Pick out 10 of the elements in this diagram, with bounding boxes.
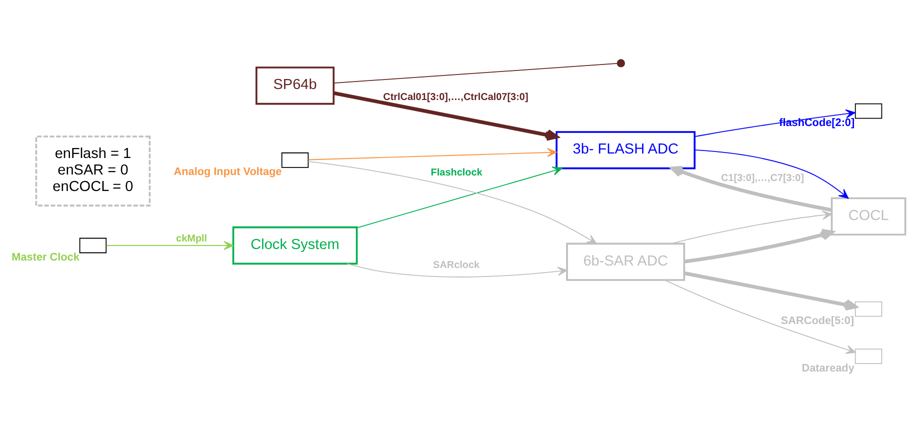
- edge-label: ckMpll: [176, 234, 208, 245]
- edge-label: SARclock: [433, 260, 480, 272]
- edge-label: Flashclock: [430, 167, 482, 178]
- node-label: Dataready: [802, 362, 854, 374]
- node-label: Master Clock: [12, 252, 80, 264]
- edge-label: CtrlCal01[3:0],…,CtrlCal07[3:0]: [383, 92, 528, 104]
- node-label: SARCode[5:0]: [780, 315, 854, 328]
- node-label: flashCode[2:0]: [779, 117, 855, 130]
- node-label: Analog Input Voltage: [174, 166, 282, 178]
- edge-label: C1[3:0],…,C7[3:0]: [720, 172, 804, 184]
